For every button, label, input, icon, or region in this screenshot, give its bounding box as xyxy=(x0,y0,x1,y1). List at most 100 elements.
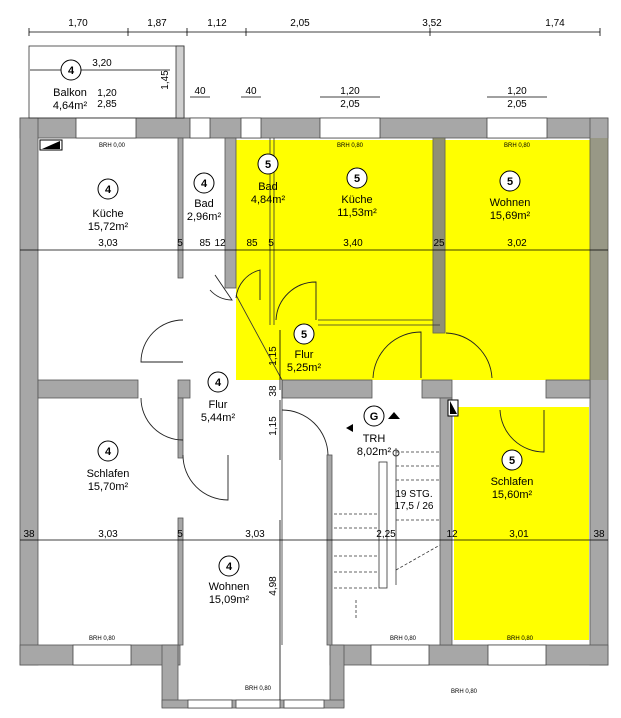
wall-wohnen-trh xyxy=(326,454,333,646)
lower-dim-6: 3,01 xyxy=(509,529,529,540)
vent-schlafen5-mark xyxy=(450,401,457,414)
door-wohnen4 xyxy=(182,454,229,501)
window-schlafen4 xyxy=(72,644,132,666)
room-name-bad4: Bad xyxy=(194,198,214,210)
room-area-schlafen5: 15,60m² xyxy=(492,489,533,501)
unit-badge-kueche4 xyxy=(97,178,119,200)
unit-number-schlafen5: 5 xyxy=(509,455,515,467)
brh-labels: BRH 0,00 BRH 0,80 BRH 0,80 BRH 0,80 BRH … xyxy=(89,143,534,695)
stair-count: 19 STG. xyxy=(395,489,432,500)
unit-badge-flur4 xyxy=(207,371,229,393)
door-schlafen5 xyxy=(499,409,545,453)
room-schlafen-4: 4 Schlafen 15,70m² xyxy=(87,440,130,493)
room-area-bad5: 4,84m² xyxy=(251,194,286,206)
windows xyxy=(39,117,548,709)
room-name-wohnen5: Wohnen xyxy=(490,197,531,209)
window-kueche5 xyxy=(319,117,381,139)
wall-mid-right-b xyxy=(545,379,591,399)
lower-dim-0: 38 xyxy=(23,529,35,540)
room-name-bad5: Bad xyxy=(258,181,278,193)
brh-wohnen4: BRH 0,80 xyxy=(245,686,272,692)
lower-dim-1: 3,03 xyxy=(98,529,118,540)
room-area-wohnen4: 15,09m² xyxy=(209,594,250,606)
balcony-win-a: 1,20 xyxy=(97,88,117,99)
top-dim-1: 1,87 xyxy=(147,18,167,29)
unit-badge-balkon xyxy=(60,59,82,81)
unit-number-kueche5: 5 xyxy=(354,173,360,185)
upper-dim-6: 3,40 xyxy=(343,238,363,249)
room-area-schlafen4: 15,70m² xyxy=(88,481,129,493)
lower-dim-5: 12 xyxy=(446,529,458,540)
unit-badge-bad5 xyxy=(257,153,279,175)
room-bad-5: 5 Bad 4,84m² xyxy=(251,153,286,206)
kueche5-win-b: 2,05 xyxy=(340,99,360,110)
wall-trh-schlafen xyxy=(439,397,453,646)
room-area-kueche5: 11,53m² xyxy=(337,207,377,219)
door-trh xyxy=(281,409,329,456)
bad4-win-dim: 40 xyxy=(194,86,206,97)
room-name-schlafen4: Schlafen xyxy=(87,468,130,480)
interior-lines xyxy=(235,138,440,645)
room-schlafen-5: 5 Schlafen 15,60m² xyxy=(491,449,533,501)
door-wohnen5 xyxy=(445,332,493,379)
unit-badge-trh xyxy=(363,405,385,427)
room-name-wohnen4: Wohnen xyxy=(209,581,250,593)
door-schlafen4 xyxy=(140,397,184,441)
top-dim-5: 1,74 xyxy=(545,18,565,29)
door-entry5 xyxy=(372,331,422,379)
room-area-trh: 8,02m² xyxy=(357,446,392,458)
lower-dim-4: 2,25 xyxy=(376,529,396,540)
room-balkon: 4 Balkon 4,64m² xyxy=(53,59,88,112)
wall-shade-b xyxy=(590,138,608,380)
wall-bay-right xyxy=(329,644,345,708)
room-area-kueche4: 15,72m² xyxy=(88,221,129,233)
top-dim-2: 1,12 xyxy=(207,18,227,29)
window-bad5 xyxy=(240,117,262,139)
upper-dim-3: 12 xyxy=(214,238,226,249)
vert-dim-3: 1,15 xyxy=(268,416,279,436)
stair-step-10 xyxy=(395,544,441,571)
wall-shade-a xyxy=(433,138,445,333)
balcony-side-dim: 1,45 xyxy=(160,70,171,90)
unit-number-wohnen4: 4 xyxy=(226,561,233,573)
unit-badge-kueche5 xyxy=(346,167,368,189)
unit-number-bad4: 4 xyxy=(201,178,208,190)
room-trh: G TRH 8,02m² xyxy=(357,405,392,458)
wall-bay-left xyxy=(161,644,179,708)
kueche5-win-a: 1,20 xyxy=(340,86,360,97)
balcony xyxy=(28,45,185,119)
door-bad5 xyxy=(235,269,261,300)
arrow-left-icon xyxy=(346,424,353,432)
room-name-flur5: Flur xyxy=(295,349,314,361)
window-kueche4 xyxy=(75,117,137,139)
walls xyxy=(19,117,609,709)
brh-trh: BRH 0,80 xyxy=(390,636,417,642)
line-flur5-diag xyxy=(235,294,283,381)
top-dim-4: 3,52 xyxy=(422,18,442,29)
wall-flur-left xyxy=(177,397,184,459)
room-area-balkon: 4,64m² xyxy=(53,100,88,112)
brh-schlafen4: BRH 0,80 xyxy=(89,636,116,642)
door-kueche4 xyxy=(140,319,184,363)
wohnen5-win-a: 1,20 xyxy=(507,86,527,97)
brh-wohnen5: BRH 0,80 xyxy=(504,143,531,149)
upper-dim-7: 25 xyxy=(433,238,445,249)
wall-kueche-bad xyxy=(177,137,184,279)
room-bad-4: 4 Bad 2,96m² xyxy=(187,172,221,223)
wohnen5-win-b: 2,05 xyxy=(507,99,527,110)
window-trh xyxy=(370,644,430,666)
room-kueche-4: 4 Küche 15,72m² xyxy=(88,178,129,233)
lower-dim-2: 5 xyxy=(177,529,183,540)
unit-badge-wohnen5 xyxy=(499,170,521,192)
stair-stringer xyxy=(378,461,388,589)
balcony-win-b: 2,85 xyxy=(97,99,117,110)
room-name-kueche5: Küche xyxy=(341,194,372,206)
upper-dim-5: 5 xyxy=(268,238,274,249)
window-wohnen5 xyxy=(486,117,548,139)
window-dimension-labels: 3,20 1,20 2,85 1,45 40 40 1,20 2,05 1,20… xyxy=(92,58,527,110)
stair-start xyxy=(392,449,400,457)
window-wohnen4-a xyxy=(187,699,233,709)
window-bad4 xyxy=(189,117,211,139)
room-flur-4: 4 Flur 5,44m² xyxy=(201,371,235,424)
